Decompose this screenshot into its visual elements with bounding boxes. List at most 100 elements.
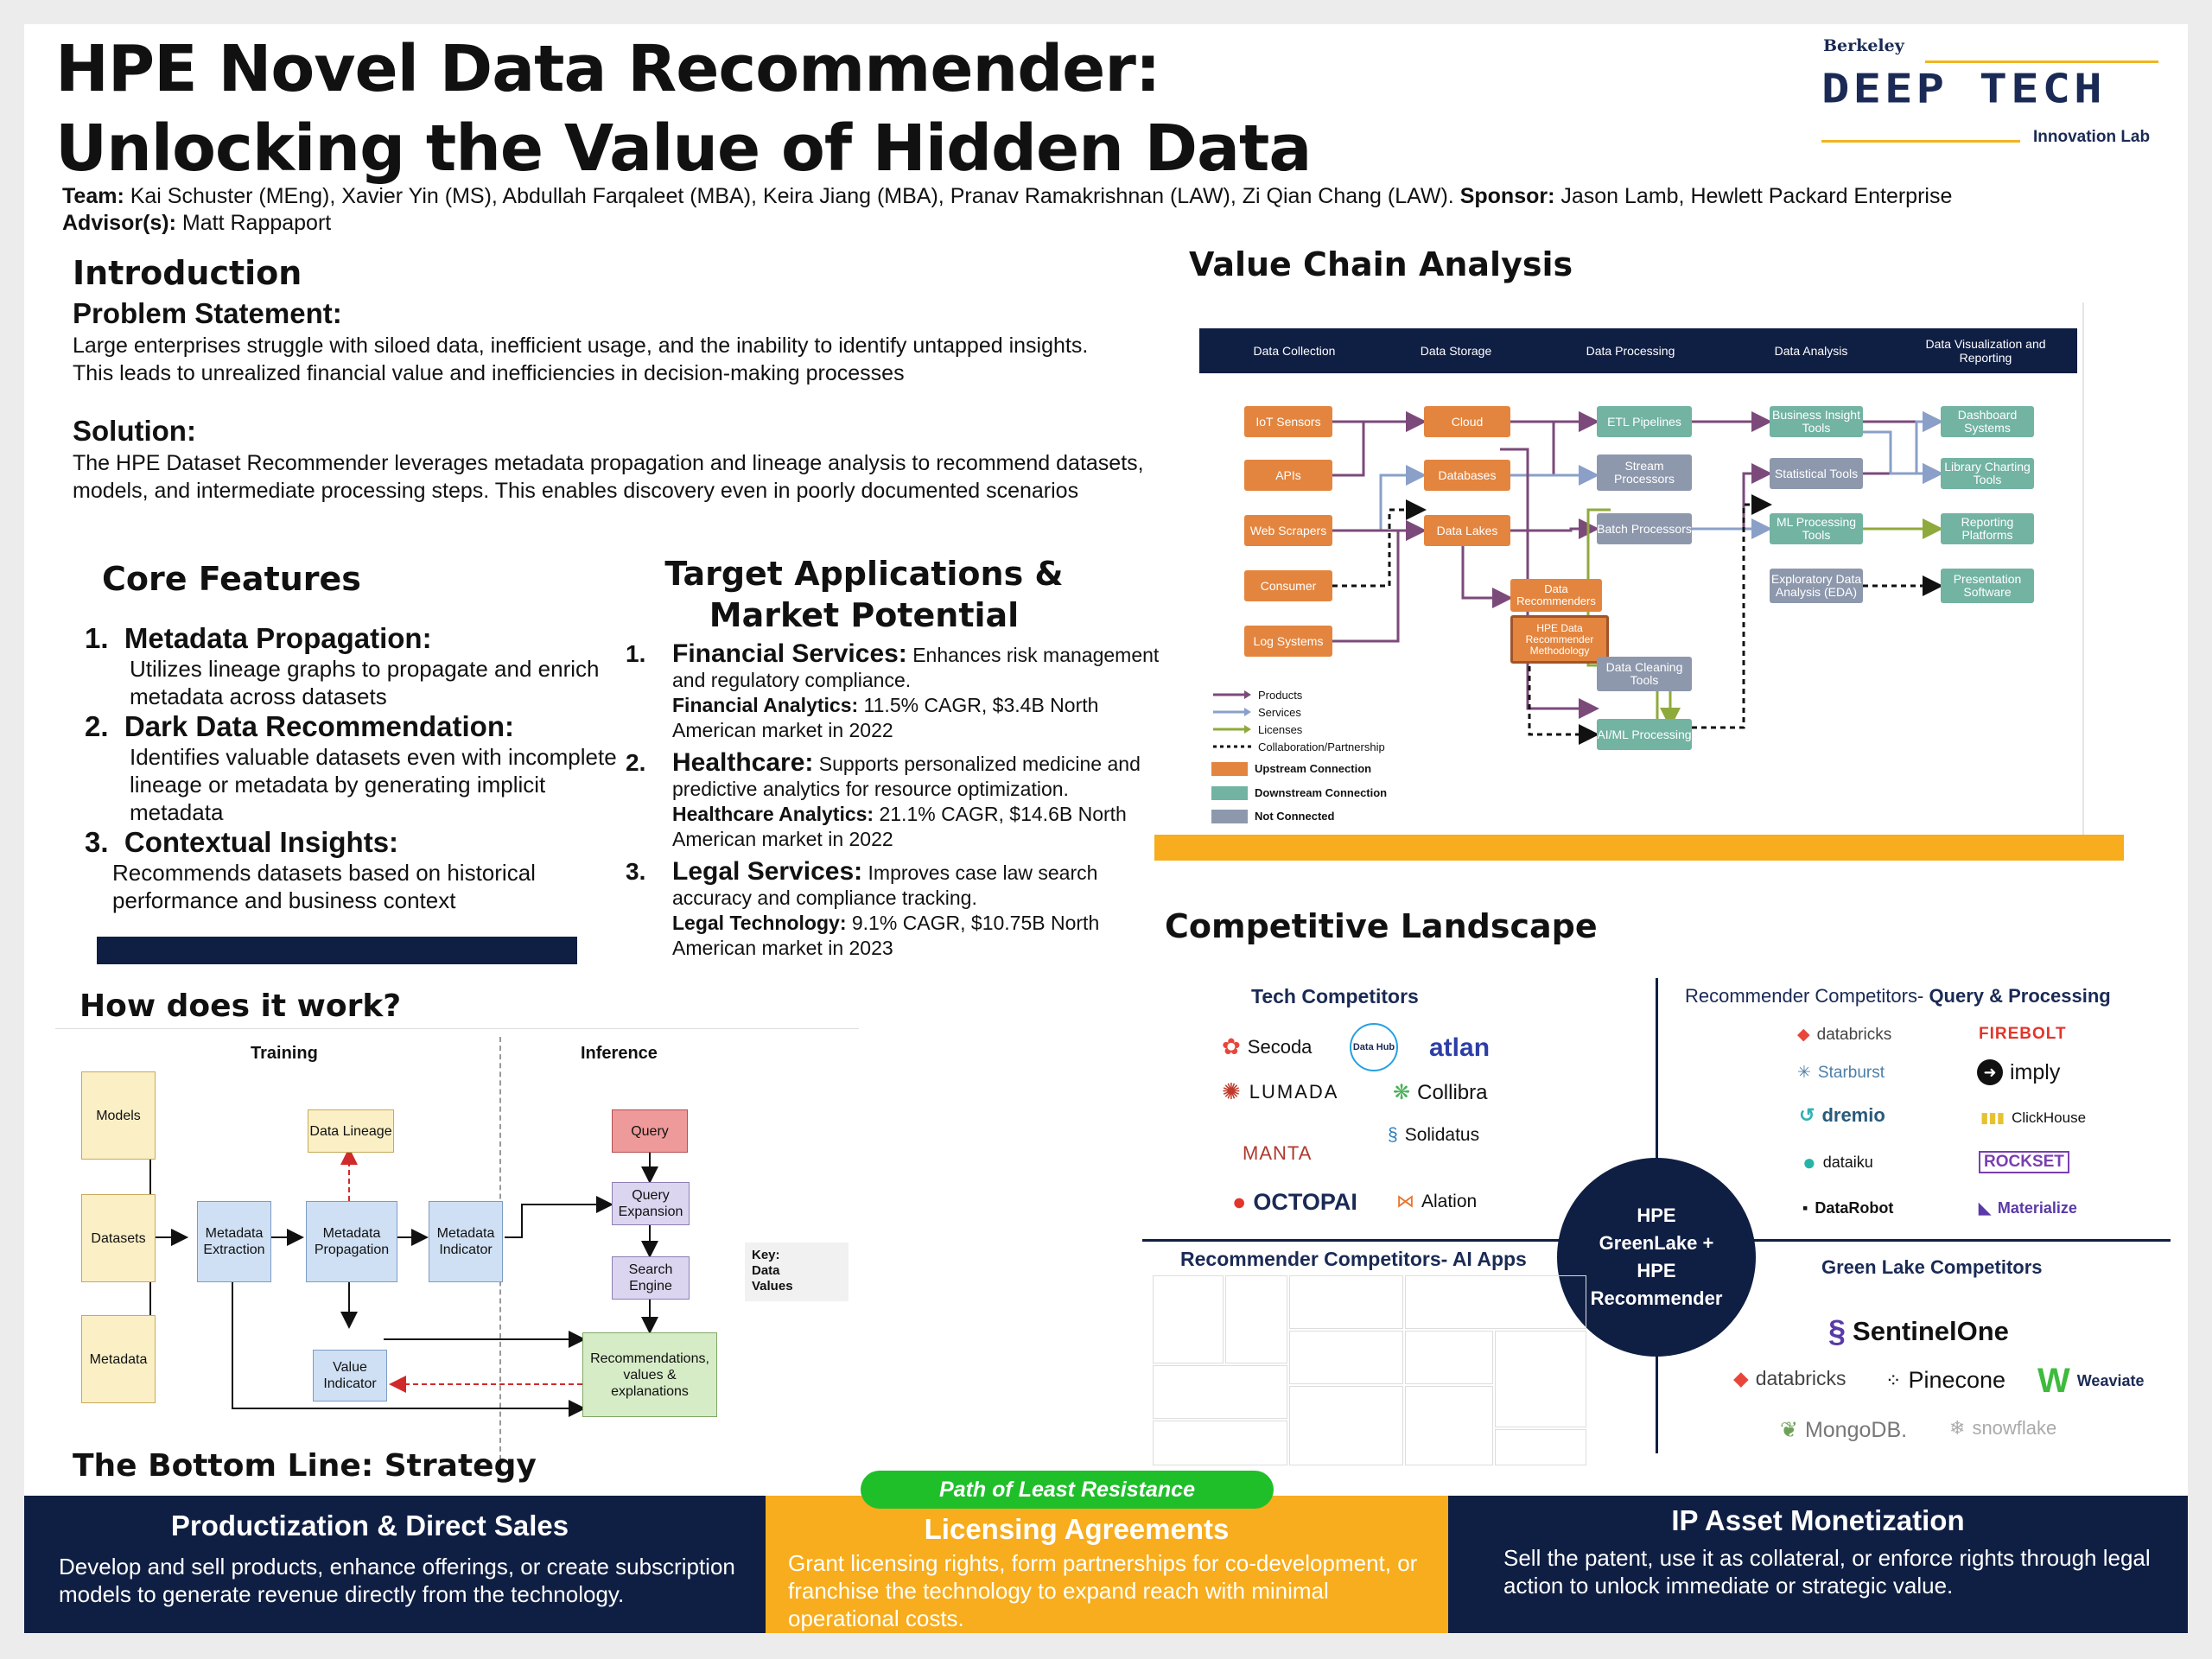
legend-upstream-swatch: [1211, 762, 1248, 776]
logo-sentinelone: §SentinelOne: [1828, 1313, 2009, 1350]
materialize-label: Materialize: [1997, 1199, 2077, 1217]
value-indicator-box: Value Indicator: [313, 1350, 387, 1402]
how-top-rule: [55, 1028, 859, 1029]
target-item-2-body: Healthcare: Supports personalized medici…: [672, 750, 1161, 852]
dremio-icon: ↺: [1799, 1104, 1815, 1126]
databricks-query-label: databricks: [1816, 1025, 1892, 1044]
secoda-icon: ✿: [1222, 1033, 1241, 1059]
imply-icon: ➜: [1977, 1059, 2003, 1085]
databricks-green-label: databricks: [1755, 1367, 1847, 1389]
target-item-3: 3. Legal Services: Improves case law sea…: [626, 859, 1161, 961]
solidatus-icon: §: [1388, 1125, 1398, 1145]
databricks-green-icon: ◆: [1733, 1367, 1749, 1389]
team-label: Team:: [62, 184, 124, 208]
value-chain-diagram: Data Collection Data Storage Data Proces…: [1173, 302, 2084, 838]
ai-map-cell: [1289, 1386, 1403, 1465]
deep-tech-logo: Berkeley DEEP TECH Innovation Lab: [1796, 36, 2176, 166]
target-item-3-stat: 9.1% CAGR, $10.75B North American market…: [672, 912, 1100, 959]
logo-datarobot: ▪DataRobot: [1802, 1199, 1893, 1217]
starburst-label: Starburst: [1817, 1063, 1885, 1082]
ai-apps-market-map: [1153, 1275, 1586, 1465]
vc-charting: Library Charting Tools: [1941, 458, 2034, 489]
competitive-heading: Competitive Landscape: [1165, 907, 1598, 945]
vc-hpe-methodology: HPE Data Recommender Methodology: [1510, 615, 1609, 664]
query-expansion-box: Query Expansion: [612, 1182, 690, 1225]
logo-rule-bottom: [1821, 140, 2020, 143]
inference-label: Inference: [581, 1044, 658, 1063]
vc-dashboard: Dashboard Systems: [1941, 406, 2034, 437]
path-of-least-resistance-pill: Path of Least Resistance: [861, 1471, 1274, 1509]
core-heading: Core Features: [102, 560, 361, 598]
collibra-icon: ❋: [1393, 1081, 1411, 1104]
logo-solidatus: § Solidatus: [1388, 1125, 1479, 1146]
target-item-3-num: 3.: [626, 858, 646, 885]
core-item-1-label: Metadata Propagation:: [124, 622, 432, 654]
target-item-3-title: Legal Services:: [672, 857, 863, 886]
core-item-2-num: 2.: [85, 710, 109, 742]
vc-log-systems: Log Systems: [1244, 626, 1332, 657]
how-heading: How does it work?: [79, 988, 402, 1024]
weaviate-icon: W: [2037, 1362, 2070, 1400]
vc-data-lakes: Data Lakes: [1424, 515, 1510, 546]
logo-materialize: ◣Materialize: [1979, 1199, 2077, 1217]
strategy-col-3-text: Sell the patent, use it as collateral, o…: [1503, 1545, 2151, 1599]
target-item-3-stat-label: Legal Technology:: [672, 912, 847, 934]
datarobot-label: DataRobot: [1815, 1199, 1894, 1217]
value-chain-divider-bar: [1154, 835, 2124, 861]
poster-title: HPE Novel Data Recommender: Unlocking th…: [55, 29, 1351, 188]
mongodb-label: MongoDB.: [1804, 1417, 1908, 1442]
vc-web-scrapers: Web Scrapers: [1244, 515, 1332, 546]
legend-lines: [1213, 690, 1251, 748]
tech-competitors-heading: Tech Competitors: [1251, 985, 1419, 1007]
clickhouse-label: ClickHouse: [2012, 1109, 2087, 1126]
logo-collibra: ❋Collibra: [1393, 1080, 1487, 1105]
logo-imply: ➜imply: [1977, 1059, 2060, 1085]
dremio-label: dremio: [1821, 1104, 1885, 1126]
col-analysis: Data Analysis: [1774, 344, 1848, 358]
target-item-2-text: Supports personalized medicine and predi…: [672, 753, 1141, 800]
core-item-1-num: 1.: [85, 622, 109, 654]
mongodb-icon: ❦: [1780, 1418, 1798, 1442]
title-line-1: HPE Novel Data Recommender:: [55, 32, 1160, 106]
core-item-3-num: 3.: [85, 826, 109, 858]
target-item-3-text: Improves case law search accuracy and co…: [672, 861, 1098, 909]
core-item-2-label: Dark Data Recommendation:: [124, 710, 514, 742]
logo-atlan: atlan: [1429, 1033, 1491, 1062]
databricks-icon: ◆: [1797, 1026, 1810, 1044]
strategy-col-1-text: Develop and sell products, enhance offer…: [59, 1554, 735, 1607]
query-heading-prefix: Recommender Competitors-: [1685, 985, 1929, 1007]
value-chain-links: [1332, 411, 1943, 745]
ai-map-cell: [1153, 1421, 1287, 1465]
vc-aiml: AI/ML Processing: [1597, 719, 1692, 750]
core-item-3-label: Contextual Insights:: [124, 826, 399, 858]
team-line: Team: Kai Schuster (MEng), Xavier Yin (M…: [62, 183, 2136, 210]
metadata-indicator-box: Metadata Indicator: [429, 1201, 503, 1282]
pinecone-icon: ⁘: [1885, 1369, 1902, 1391]
col-viz: Data Visualization and Reporting: [1925, 337, 2046, 365]
target-item-1-text: Enhances risk management and regulatory …: [672, 644, 1160, 691]
core-item-2-title: 2. Dark Data Recommendation:: [85, 710, 620, 743]
datasets-box: Datasets: [81, 1194, 156, 1282]
vc-business-insight: Business Insight Tools: [1770, 406, 1863, 437]
hpe-greenlake-circle: HPE GreenLake + HPE Recommender: [1557, 1158, 1756, 1357]
sentinelone-icon: §: [1828, 1313, 1847, 1349]
vc-reporting: Reporting Platforms: [1941, 513, 2034, 544]
logo-dataiku: ●dataiku: [1802, 1149, 1873, 1176]
strategy-col-2: Licensing Agreements Grant licensing rig…: [766, 1496, 1448, 1633]
weaviate-label: Weaviate: [2076, 1372, 2145, 1389]
solidatus-label: Solidatus: [1404, 1125, 1480, 1145]
strategy-heading: The Bottom Line: Strategy: [73, 1448, 537, 1484]
vc-consumer: Consumer: [1244, 570, 1332, 601]
logo-rule-top: [1925, 60, 2158, 63]
value-chain-header: [1199, 328, 2077, 373]
alation-label: Alation: [1421, 1191, 1478, 1211]
strategy-col-3-title: IP Asset Monetization: [1671, 1504, 1965, 1536]
vc-batch: Batch Processors: [1597, 513, 1692, 544]
logo-datahub: Data Hub: [1350, 1023, 1398, 1071]
recommendations-box: Recommendations, values & explanations: [582, 1332, 717, 1417]
logo-dremio: ↺ dremio: [1799, 1104, 1885, 1127]
logo-rockset: ROCKSET: [1979, 1151, 2069, 1173]
legend-downstream-swatch: [1211, 786, 1248, 800]
core-list: 1. Metadata Propagation: Utilizes lineag…: [85, 622, 620, 914]
logo-mongodb: ❦MongoDB.: [1780, 1417, 1907, 1443]
